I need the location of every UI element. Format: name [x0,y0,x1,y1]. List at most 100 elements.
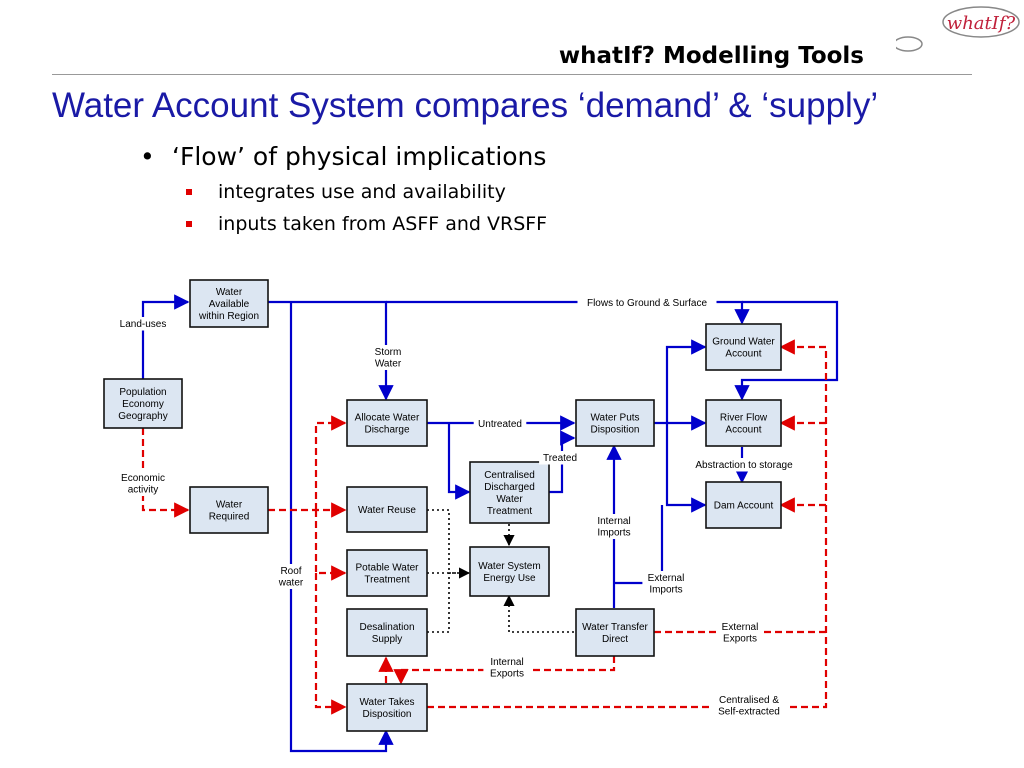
label-text: Roof [280,566,301,577]
edge-allocate-centralised [447,423,471,500]
label-text: Self-extracted [718,707,780,718]
node-box [575,608,655,657]
label-background [116,317,170,331]
edge-puts-ground [665,339,707,423]
node-label: Disposition [363,709,412,720]
edge-reuse-energy [427,509,471,579]
node-label: Water Puts [590,413,639,424]
red-flow-lines [141,339,828,715]
edge-required-allocate [314,415,347,510]
node-label: Required [209,512,250,523]
label-text: Treated [543,453,577,464]
label-text: activity [128,485,159,496]
label-text: Exports [490,669,524,680]
whatif-logo: whatIf? [896,6,1020,52]
label-treated: Treated [539,451,581,465]
edge-transfer-energy [503,594,574,633]
label-background [372,345,404,370]
label-land-uses: Land-uses [116,317,170,331]
node-box [469,461,550,524]
edge-internal-exports [393,656,616,685]
node-box [469,546,550,597]
label-background [483,655,531,680]
node-label: Direct [602,634,628,645]
node-box [705,481,782,529]
node-label: Treatment [364,575,409,586]
node-label: Supply [372,634,403,645]
edge-desal-energy [427,573,450,633]
label-text: Economic [121,473,165,484]
label-text: Land-uses [120,319,167,330]
label-text: Imports [649,585,682,596]
label-untreated: Untreated [473,417,527,431]
node-box [103,378,183,429]
label-text: Internal [597,516,630,527]
node-box [189,486,269,534]
label-text: Abstraction to storage [695,460,793,471]
label-flows-to-ground: Flows to Ground & Surface [577,296,717,310]
edge-required-potable [314,510,347,581]
diagram-labels: Land-usesEconomicactivityStormWaterRoofw… [116,296,806,718]
label-centralised-self: Centralised &Self-extracted [709,693,789,718]
node-label: River Flow [720,413,768,424]
logo-text: whatIf? [947,13,1016,34]
node-label: Water [216,500,243,511]
node-box [346,608,428,657]
node-label: Centralised [484,470,535,481]
node-label: Account [725,425,761,436]
node-box [575,399,655,447]
node-label: Disposition [591,425,640,436]
label-background [119,471,167,496]
edge-treated [549,430,576,494]
node-water-reuse: Water Reuse [346,486,428,533]
label-text: Internal [490,657,523,668]
node-label: Water [216,287,243,298]
node-label: Desalination [359,622,414,633]
label-text: Imports [597,528,630,539]
node-label: Discharged [484,482,535,493]
node-label: Population [119,387,166,398]
node-label: Water Takes [359,697,414,708]
label-text: Untreated [478,419,522,430]
node-label: Treatment [487,506,532,517]
node-label: Account [725,349,761,360]
node-label: Allocate Water [355,413,420,424]
label-background [590,514,638,539]
edge-economic-activity [141,428,190,518]
bullet-dot: • [140,142,155,171]
node-label: Potable Water [356,563,420,574]
node-box [346,683,428,732]
slide-title: Water Account System compares ‘demand’ &… [52,86,879,125]
label-text: Storm [375,347,402,358]
energy-flow-lines [427,509,574,633]
label-background [577,296,717,310]
label-background [275,564,307,589]
label-background [682,458,806,472]
sub-bullet-square [186,221,192,227]
node-box [346,399,428,447]
node-label: Dam Account [714,501,774,512]
node-box [189,279,269,328]
node-label: Discharge [364,425,409,436]
node-label: Water Transfer [582,622,648,633]
label-background [473,417,527,431]
label-text: External [722,622,759,633]
node-label: Energy Use [483,573,536,584]
label-text: water [278,578,304,589]
